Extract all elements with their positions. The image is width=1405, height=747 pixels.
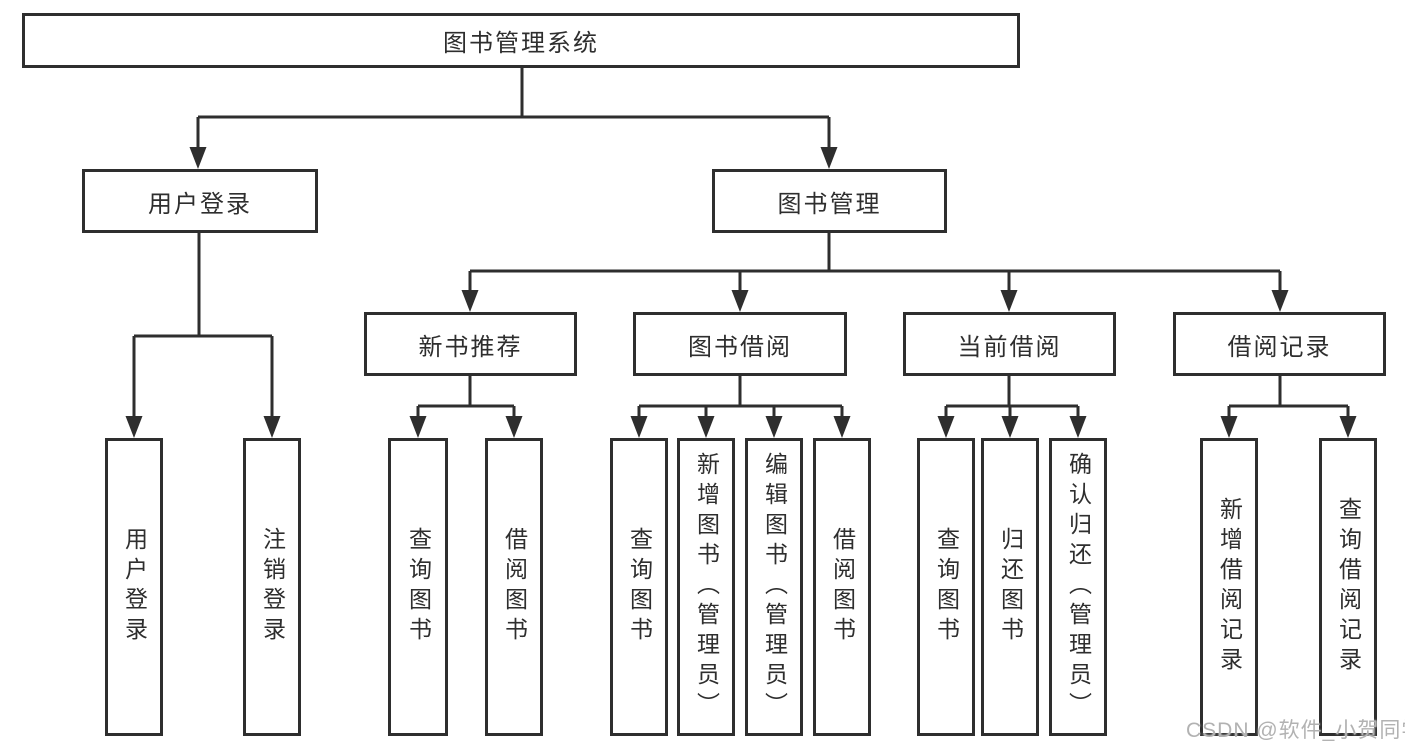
arrowheads-book-borrow — [630, 416, 851, 438]
leaf-borrow-book: 借阅图书 — [813, 438, 871, 736]
leaf-newbooks-borrow-label: 借阅图书 — [501, 527, 528, 647]
leaf-newbooks-borrow: 借阅图书 — [485, 438, 543, 736]
node-root-label: 图书管理系统 — [443, 30, 599, 57]
leaf-logout-label: 注销登录 — [259, 527, 286, 647]
node-book-borrow: 图书借阅 — [633, 312, 847, 376]
node-new-books: 新书推荐 — [364, 312, 577, 376]
leaf-borrow-query-label: 查询图书 — [626, 527, 653, 647]
connector-root-to-level2 — [196, 68, 831, 150]
leaf-borrow-edit-admin: 编辑图书（管理员） — [745, 438, 803, 736]
node-user-login: 用户登录 — [82, 169, 318, 233]
connector-book-mgmt-to-level3 — [468, 233, 1282, 293]
node-borrow-records: 借阅记录 — [1173, 312, 1386, 376]
node-new-books-label: 新书推荐 — [418, 333, 523, 361]
node-root: 图书管理系统 — [22, 13, 1020, 68]
arrowheads-user-login — [125, 416, 281, 438]
connector-book-borrow-split — [637, 376, 844, 418]
leaf-borrow-add-admin: 新增图书（管理员） — [677, 438, 735, 736]
arrowheads-new-books — [409, 416, 523, 438]
arrowheads-level3 — [461, 290, 1289, 312]
connector-current-borrow-split — [944, 376, 1080, 418]
node-borrow-records-label: 借阅记录 — [1227, 333, 1332, 361]
leaf-current-confirm-admin: 确认归还（管理员） — [1049, 438, 1107, 736]
leaf-current-query-label: 查询图书 — [933, 527, 960, 647]
node-user-login-label: 用户登录 — [148, 190, 252, 218]
node-book-borrow-label: 图书借阅 — [688, 333, 792, 361]
connector-user-login-split — [132, 233, 274, 418]
node-current-borrow: 当前借阅 — [903, 312, 1116, 376]
node-book-mgmt: 图书管理 — [712, 169, 947, 233]
leaf-records-add: 新增借阅记录 — [1200, 438, 1258, 736]
leaf-borrow-query: 查询图书 — [610, 438, 668, 736]
connector-borrow-records-split — [1227, 376, 1350, 418]
leaf-borrow-book-label: 借阅图书 — [829, 527, 856, 647]
csdn-watermark: CSDN @软件_小贺同学 — [1186, 719, 1405, 742]
leaf-borrow-add-admin-label: 新增图书（管理员） — [693, 452, 720, 722]
connector-new-books-split — [416, 376, 516, 418]
arrowheads-level2 — [189, 147, 838, 169]
leaf-current-return: 归还图书 — [981, 438, 1039, 736]
leaf-user-login-label: 用户登录 — [121, 527, 148, 647]
leaf-current-confirm-admin-label: 确认归还（管理员） — [1065, 452, 1092, 722]
leaf-records-query-label: 查询借阅记录 — [1335, 497, 1362, 677]
node-book-mgmt-label: 图书管理 — [777, 190, 882, 218]
node-current-borrow-label: 当前借阅 — [957, 333, 1062, 361]
leaf-newbooks-query-label: 查询图书 — [405, 527, 432, 647]
leaf-borrow-edit-admin-label: 编辑图书（管理员） — [761, 452, 788, 722]
leaf-user-login: 用户登录 — [105, 438, 163, 736]
leaf-records-add-label: 新增借阅记录 — [1216, 497, 1243, 677]
leaf-current-return-label: 归还图书 — [997, 527, 1024, 647]
leaf-logout: 注销登录 — [243, 438, 301, 736]
leaf-current-query: 查询图书 — [917, 438, 975, 736]
leaf-records-query: 查询借阅记录 — [1319, 438, 1377, 736]
arrowheads-borrow-records — [1220, 416, 1357, 438]
arrowheads-current-borrow — [937, 416, 1087, 438]
leaf-newbooks-query: 查询图书 — [388, 438, 448, 736]
